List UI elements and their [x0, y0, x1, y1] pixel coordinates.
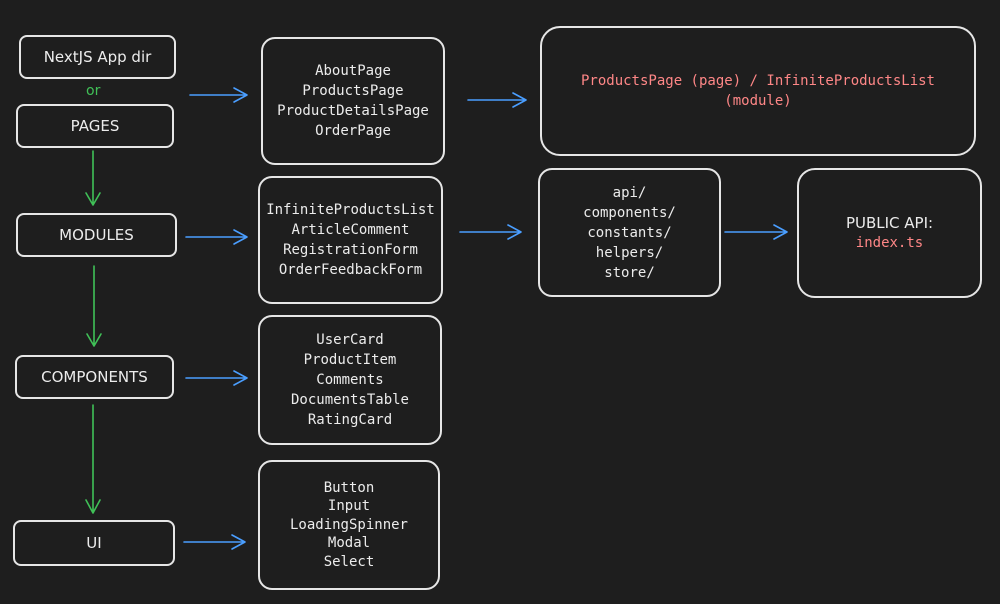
arrow-structure-to-public-api [724, 224, 788, 240]
list-item: UserCard [316, 332, 384, 348]
pages-layer-box: PAGES [16, 104, 174, 148]
arrow-pages-to-modules [85, 150, 101, 206]
list-item: AboutPage [315, 63, 391, 79]
components-layer-label: COMPONENTS [41, 368, 148, 386]
list-item: InfiniteProductsList [266, 202, 435, 218]
ui-layer-label: UI [86, 534, 102, 552]
public-api-box: PUBLIC API: index.ts [797, 168, 982, 298]
arrow-pages-to-page-list [189, 87, 248, 103]
public-api-label: PUBLIC API: [845, 214, 934, 232]
example-line-1: ProductsPage (page) / InfiniteProductsLi… [580, 73, 935, 89]
list-item: Comments [316, 372, 384, 388]
list-item: components/ [583, 204, 676, 221]
components-layer-box: COMPONENTS [15, 355, 174, 399]
list-item: RatingCard [307, 412, 393, 428]
arrow-ui-to-ui-list [183, 534, 246, 550]
module-structure-box: api/ components/ constants/ helpers/ sto… [538, 168, 721, 297]
list-item: OrderFeedbackForm [278, 262, 423, 278]
arrow-components-to-ui [85, 404, 101, 514]
list-item: Modal [327, 535, 371, 552]
app-dir-box: NextJS App dir [19, 35, 176, 79]
list-item: ArticleComment [291, 222, 410, 238]
list-item: constants/ [587, 224, 672, 241]
list-item: store/ [604, 264, 655, 281]
public-api-file: index.ts [855, 235, 924, 251]
modules-layer-label: MODULES [59, 226, 134, 244]
list-item: Input [327, 498, 371, 515]
arrow-modules-to-module-list [185, 229, 248, 245]
example-box: ProductsPage (page) / InfiniteProductsLi… [540, 26, 976, 156]
components-list-box: UserCard ProductItem Comments DocumentsT… [258, 315, 442, 445]
arrow-module-list-to-structure [459, 224, 522, 240]
list-item: RegistrationForm [283, 242, 418, 258]
arrow-components-to-component-list [185, 370, 248, 386]
list-item: api/ [612, 184, 647, 201]
list-item: ProductsPage [302, 83, 404, 99]
list-item: DocumentsTable [290, 392, 409, 408]
modules-layer-box: MODULES [16, 213, 177, 257]
example-line-2: (module) [724, 93, 792, 109]
arrow-page-list-to-example [467, 92, 527, 108]
ui-layer-box: UI [13, 520, 175, 566]
ui-list-box: Button Input LoadingSpinner Modal Select [258, 460, 440, 590]
list-item: LoadingSpinner [289, 516, 408, 533]
app-dir-label: NextJS App dir [43, 48, 152, 66]
list-item: Button [323, 479, 375, 496]
pages-layer-label: PAGES [70, 117, 120, 135]
list-item: OrderPage [315, 123, 391, 139]
pages-list-box: AboutPage ProductsPage ProductDetailsPag… [261, 37, 445, 165]
list-item: Select [323, 553, 375, 570]
list-item: ProductItem [303, 352, 397, 368]
list-item: ProductDetailsPage [277, 103, 429, 119]
modules-list-box: InfiniteProductsList ArticleComment Regi… [258, 176, 443, 304]
arrow-modules-to-components [86, 265, 102, 347]
list-item: helpers/ [595, 244, 664, 261]
or-label: or [86, 83, 101, 99]
